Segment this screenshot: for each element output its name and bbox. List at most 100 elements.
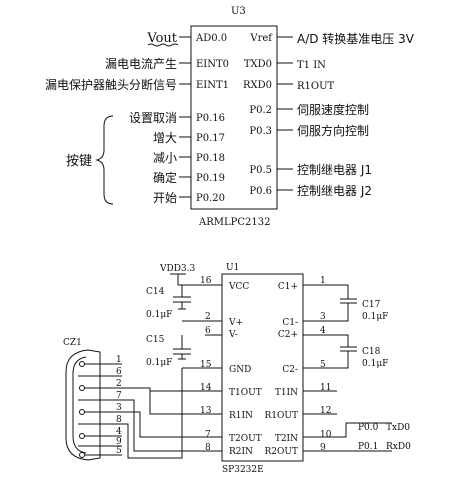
u3-pin-p016: P0.16 [196,113,225,124]
key-group-brace [95,115,114,205]
cz1-pin-6: 6 [116,367,122,377]
u1-pinnum-2: 2 [205,312,211,322]
u1-pinnum-7: 7 [205,430,211,440]
c17-ref: C17 [362,300,381,310]
u1-pinnum-12: 12 [320,406,331,416]
u1-pinnum-14: 14 [200,383,212,393]
db9-pin-leads [85,363,122,456]
u3-pin-p017: P0.17 [196,133,225,144]
u3-pin-p018: P0.18 [196,153,225,164]
cz1-pin-3: 3 [116,403,122,413]
c17-network [303,284,357,322]
u3-pin-p03: P0.3 [249,126,272,137]
u3-net-r1out: R1OUT [297,81,335,92]
c14-symbol [173,285,191,310]
c17-value: 0.1μF [362,312,388,322]
u1-pinnum-4: 4 [320,326,326,336]
cz1-pin-7: 7 [116,391,122,401]
u1-pinnum-8: 8 [205,443,211,453]
c18-value: 0.1μF [362,359,388,369]
db9-pins [78,361,86,458]
u3-net-start: 开始 [153,191,177,205]
connector-to-u1-wires [122,383,197,459]
c15-ref: C15 [146,335,165,345]
cz1-pin-1: 1 [116,355,122,365]
u3-net-servo-speed: 伺服速度控制 [297,102,369,117]
cz1-pin-2: 2 [116,379,122,389]
u3-net-decrease: 减小 [153,151,177,165]
u1-pin-vplus: V+ [228,318,243,328]
key-group-label: 按键 [66,154,92,169]
u1-ref: U1 [226,263,239,273]
u3-net-relay-j1: 控制继电器 J1 [297,163,372,177]
u1-pinnum-11: 11 [320,383,331,393]
u3-net-servo-direction: 伺服方向控制 [297,123,369,138]
u1-pinnum-10: 10 [320,430,332,440]
u1-pin-r1out: R1OUT [265,411,298,421]
u3-pin-ad00: AD0.0 [195,33,227,44]
u1-pin-r1in: R1IN [229,411,253,421]
u1-pin-c1minus: C1- [282,318,298,328]
db9-shell [65,349,101,461]
u1-pinnum-1: 1 [320,276,326,286]
u3-part: ARMLPC2132 [198,217,270,228]
u1-pin-t1in: T1IN [275,388,298,398]
cz1-pin-4: 4 [116,427,122,437]
u1-pinnum-16: 16 [200,276,212,286]
u1-pin-vminus: V- [228,330,238,340]
u3-pin-eint1: EINT1 [196,80,229,91]
u3-pin-p019: P0.19 [196,173,225,184]
u1-pin-t2out: T2OUT [229,434,262,444]
u1-part: SP3232E [222,465,264,475]
u3-net-confirm: 确定 [153,170,177,185]
u1-pinnum-13: 13 [200,406,212,416]
cz1-ref: CZ1 [63,338,82,348]
u1-left-stubs [181,367,222,452]
vdd-label: VDD3.3 [159,264,196,274]
u3-pin-txd0: TXD0 [244,59,272,70]
u3-pin-eint0: EINT0 [196,59,229,70]
cz1-connector: CZ1 1 6 2 7 3 8 4 9 5 [63,338,197,461]
u1-vplus-vminus-wires [182,320,222,336]
u3-net-vref: A/D 转换基准电压 3V [297,31,415,46]
u3-net-vout: Vout [146,31,177,46]
cz1-pin-9: 9 [116,437,122,447]
u1-pin-c2plus: C2+ [278,330,298,340]
u3-pin-p02: P0.2 [249,105,272,116]
u1-pin-gnd: GND [229,365,251,375]
net-rxd0: RxD0 [386,442,411,452]
u3-net-t1in: T1 IN [297,60,326,71]
u3-pin-p06: P0.6 [249,186,272,197]
c15-value: 0.1μF [146,358,172,368]
c14-ref: C14 [146,287,165,297]
u1-pinnum-3: 3 [320,312,326,322]
u1-pinnum-15: 15 [200,360,212,370]
cz1-pin-5: 5 [116,446,122,456]
u3-net-leak-current: 漏电电流产生 [105,57,177,71]
u3-net-trip-signal: 漏电保护器触头分断信号 [45,77,177,92]
u3-left-stubs [179,36,191,198]
u1-pin-vcc: VCC [228,282,249,292]
cz1-pin-8: 8 [116,415,122,425]
vdd-wire [170,273,222,286]
u3-ref: U3 [231,6,246,17]
u1-pin-c1plus: C1+ [278,282,298,292]
u3-net-relay-j2: 控制继电器 J2 [297,184,372,198]
c18-ref: C18 [362,347,381,357]
u3-pin-p05: P0.5 [249,165,272,176]
net-p01: P0.1 [358,442,378,452]
u3-block: U3 ARMLPC2132 AD0.0 EINT0 EINT1 P0.16 P0… [45,6,415,228]
c18-network [303,334,357,369]
u1-pinnum-9: 9 [320,443,326,453]
u1-pin-c2minus: C2- [282,365,298,375]
u3-pin-p020: P0.20 [196,193,225,204]
net-p00: P0.0 [358,423,379,433]
u1-pin-t2in: T2IN [275,434,298,444]
db9-inner [72,356,87,454]
vout-underline [147,43,179,47]
u1-pin-r2out: R2OUT [265,447,298,457]
u1-pin-t1out: T1OUT [229,388,262,398]
net-txd0: TxD0 [386,423,410,433]
u1-pin-r2in: R2IN [229,447,253,457]
u1-pinnum-5: 5 [320,360,326,370]
